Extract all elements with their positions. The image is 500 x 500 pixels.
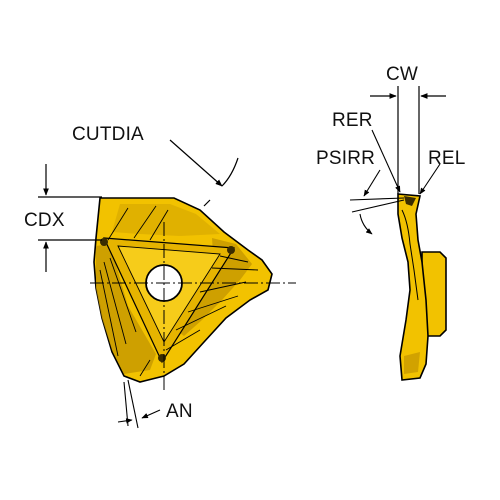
relief-lines bbox=[99, 205, 259, 377]
insert-top-view bbox=[90, 197, 296, 390]
cw-label: CW bbox=[386, 64, 418, 85]
rer-leader bbox=[371, 129, 401, 193]
side-groove bbox=[401, 209, 419, 301]
cdx-dimension bbox=[38, 164, 102, 272]
rer-label: RER bbox=[332, 110, 373, 131]
psirr-dimension bbox=[349, 169, 405, 235]
cw-dimension bbox=[370, 86, 446, 194]
side-highlight bbox=[404, 352, 420, 374]
rel-label: REL bbox=[428, 148, 466, 169]
centerlines bbox=[90, 222, 296, 390]
an-dimension bbox=[117, 379, 161, 429]
cutdia-label: CUTDIA bbox=[72, 124, 144, 145]
insert-shade-top bbox=[112, 204, 220, 236]
insert-shade-right bbox=[176, 238, 252, 336]
side-tip bbox=[404, 196, 416, 206]
insert-side-view bbox=[397, 193, 447, 381]
an-label: AN bbox=[166, 401, 193, 422]
psirr-label: PSIRR bbox=[316, 148, 375, 169]
cutdia-leader bbox=[169, 139, 239, 207]
rel-leader bbox=[419, 163, 441, 195]
insert-shade-left bbox=[96, 244, 156, 374]
cdx-label: CDX bbox=[24, 210, 65, 231]
side-blade bbox=[397, 193, 429, 381]
